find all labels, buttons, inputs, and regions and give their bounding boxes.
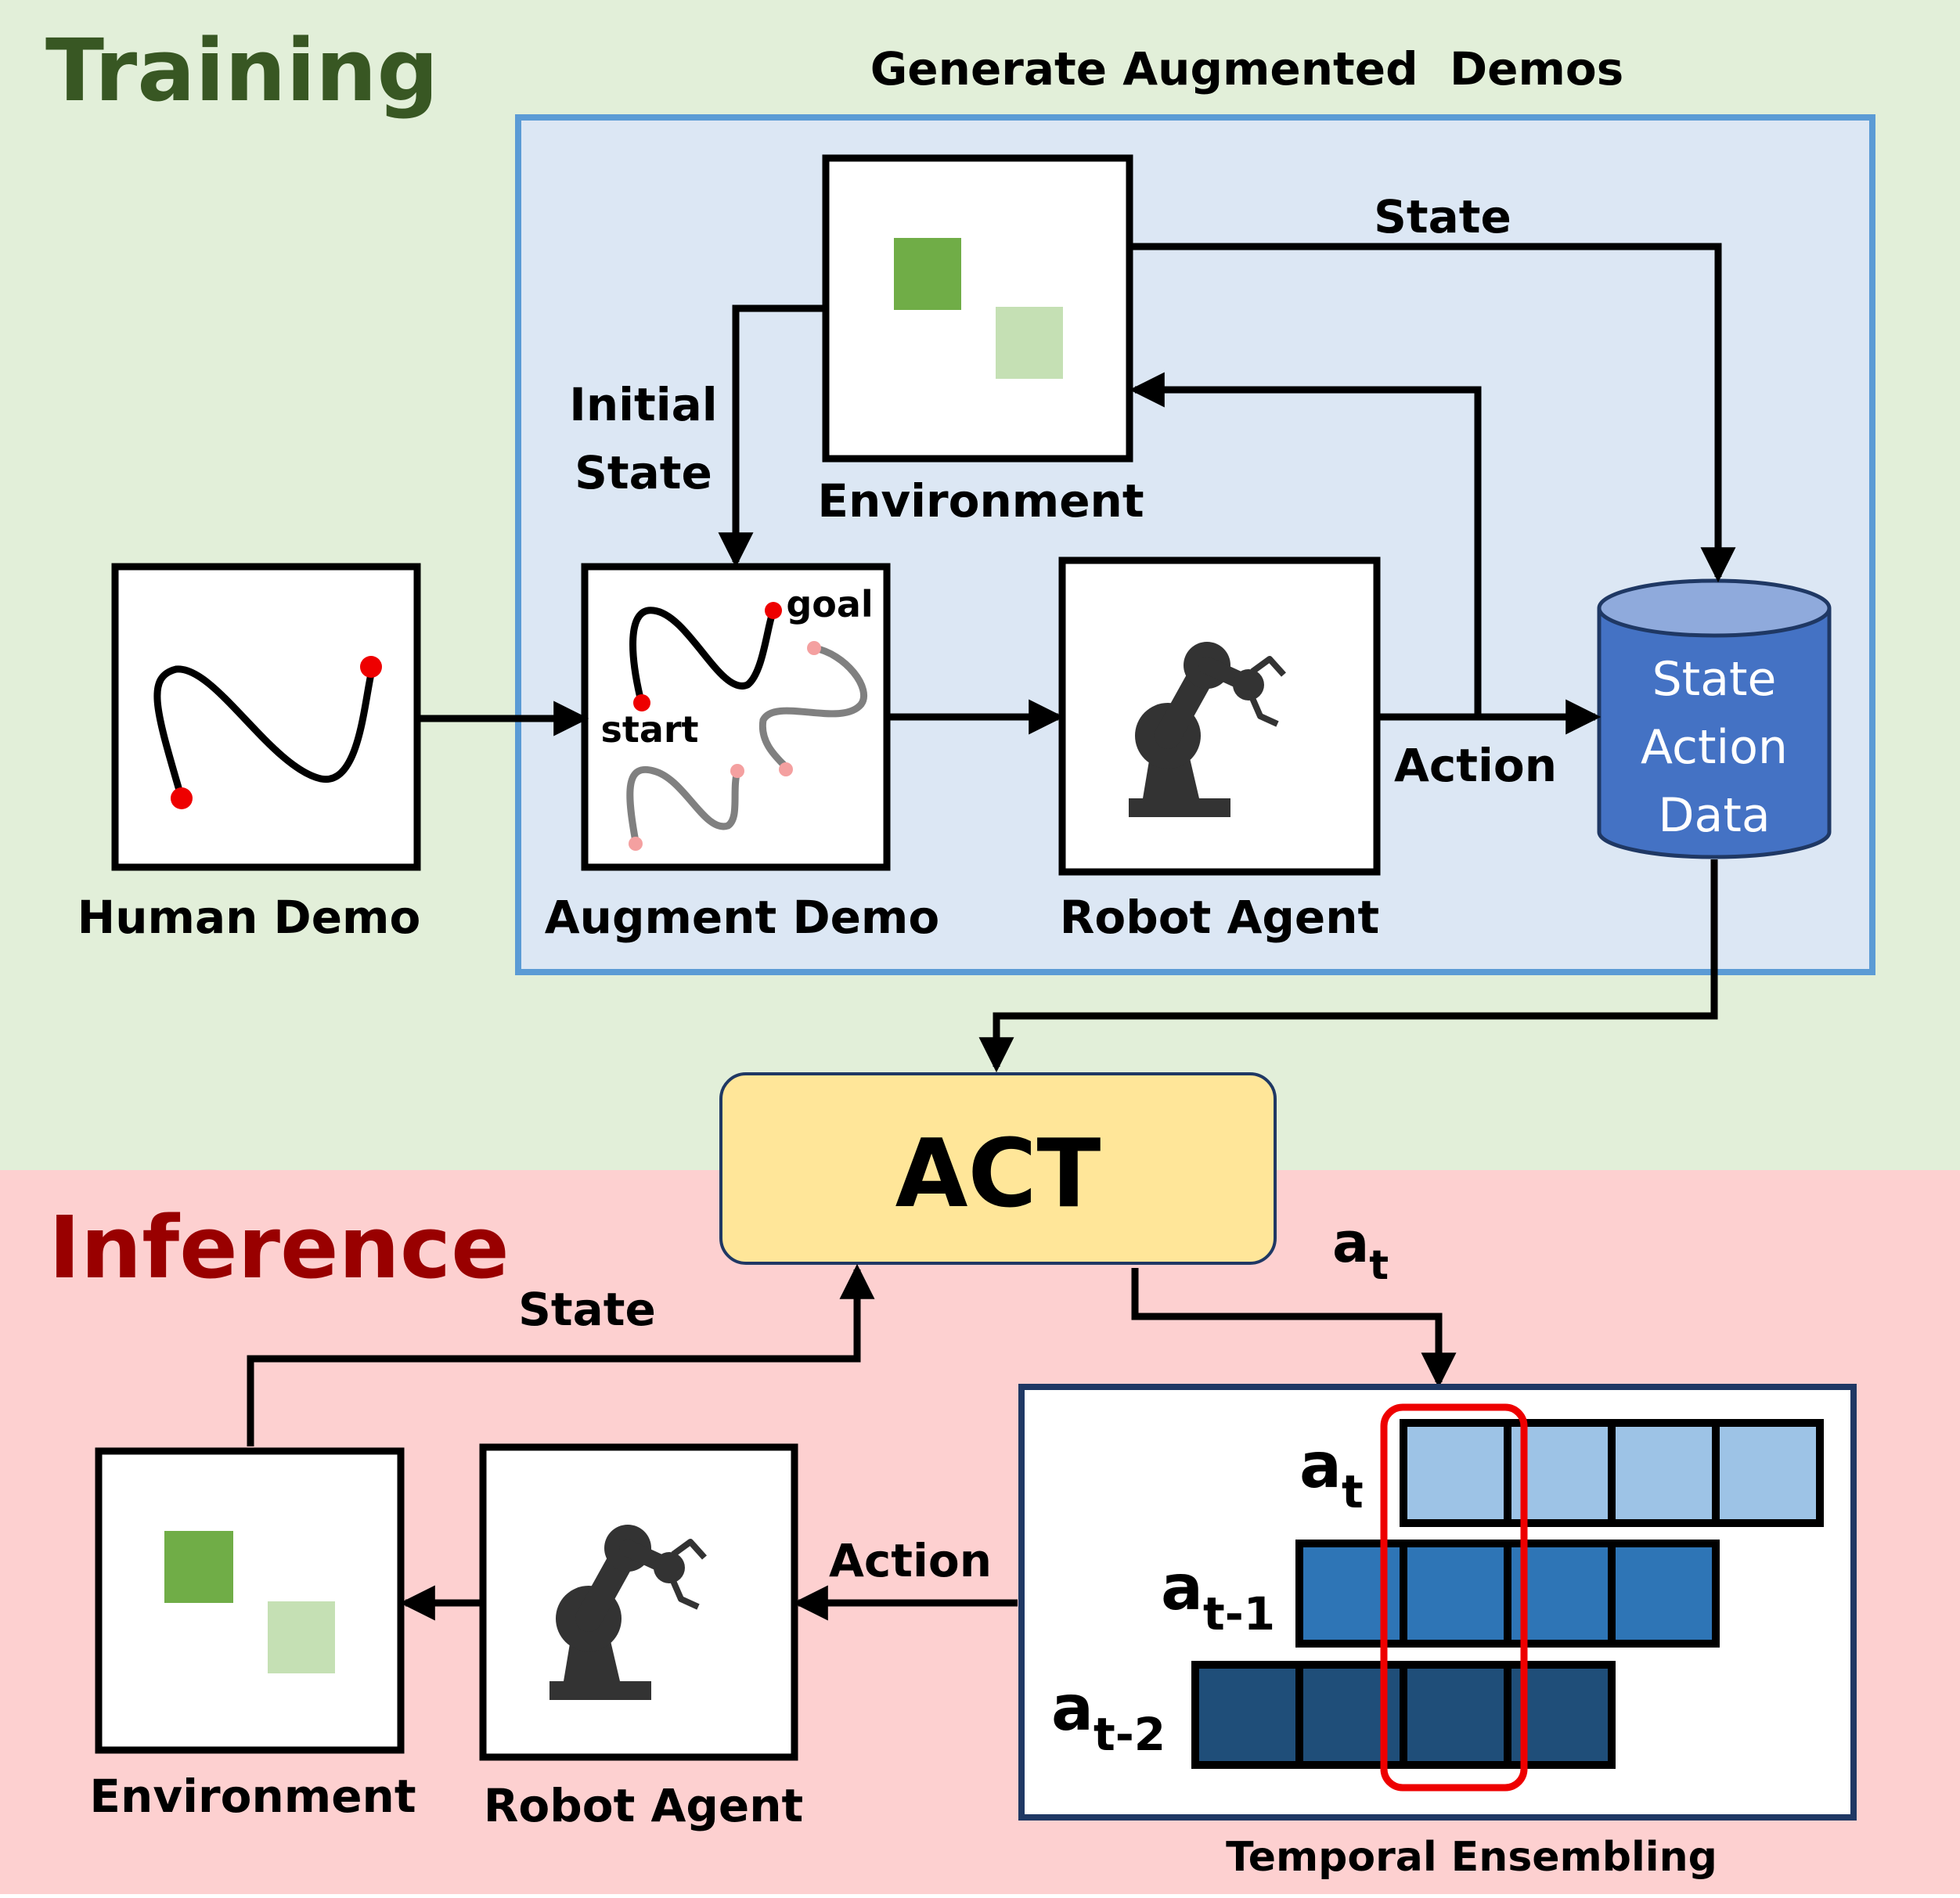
database-label-line2: Action — [1641, 720, 1788, 775]
database-label-line1: State — [1652, 652, 1777, 707]
demo-goal-point — [360, 656, 382, 678]
augmented-trajectory-alt-1 — [758, 644, 868, 771]
env-block-dark — [164, 1531, 233, 1603]
demo-trajectory — [153, 663, 377, 802]
arrow-database-to-act — [978, 859, 1718, 1073]
environment-label: Environment — [817, 474, 1144, 528]
temporal-ensembling-label: Temporal Ensembling — [1226, 1834, 1717, 1881]
alt-point — [730, 764, 744, 778]
inference-environment-label: Environment — [89, 1770, 416, 1823]
arrow-env-state-to-database — [1130, 243, 1736, 583]
robot-agent-box — [1058, 556, 1381, 876]
initial-state-label-line2: State — [575, 446, 712, 499]
inference-environment-box — [95, 1447, 405, 1754]
environment-box — [822, 154, 1133, 463]
database-label-line3: Data — [1658, 788, 1770, 843]
demo-start-point — [171, 787, 193, 809]
action-label: Action — [1394, 739, 1557, 792]
inference-arrows — [247, 1263, 1457, 1621]
augmented-trajectory-main — [629, 607, 777, 708]
inference-heading: Inference — [49, 1198, 510, 1298]
alt-point — [807, 641, 821, 655]
arrow-env-state-to-act — [247, 1263, 875, 1446]
human-demo-box — [111, 563, 421, 871]
arrow-action-to-env — [1129, 372, 1482, 717]
row-label-at-2: at-2 — [1051, 1672, 1166, 1761]
state-label: State — [1374, 190, 1511, 243]
human-demo-label: Human Demo — [77, 891, 421, 944]
inference-robot-agent-label: Robot Agent — [484, 1779, 804, 1832]
row-label-at-1: at-1 — [1161, 1551, 1275, 1640]
training-arrows — [417, 243, 1736, 1073]
inference-robot-agent-box — [479, 1443, 798, 1761]
alt-point — [779, 762, 793, 776]
state-action-database — [1597, 578, 1832, 859]
env-block-light — [996, 307, 1063, 379]
augment-goal-point — [765, 602, 782, 619]
initial-state-label-line1: Initial — [569, 378, 717, 431]
row-label-at: at — [1299, 1429, 1364, 1518]
act-box — [719, 1072, 1277, 1265]
alt-point — [629, 837, 643, 851]
ensembling-row-at-1 — [1295, 1540, 1720, 1648]
generate-augmented-demos-title: Generate Augmented Demos — [870, 42, 1624, 95]
augmented-trajectory-alt-2 — [626, 765, 741, 845]
arrow-env-to-augment — [718, 304, 826, 568]
augment-start-point — [633, 694, 650, 711]
act-output-label: at — [1332, 1211, 1389, 1289]
act-label: ACT — [895, 1120, 1101, 1229]
ensembling-row-at — [1400, 1419, 1824, 1527]
training-heading: Training — [45, 20, 438, 121]
ensembling-highlight — [1380, 1403, 1528, 1792]
augment-start-label: start — [600, 708, 698, 751]
env-block-light — [268, 1601, 335, 1673]
augment-demo-label: Augment Demo — [545, 891, 939, 944]
env-block-dark — [894, 238, 961, 310]
augment-demo-box — [581, 563, 891, 871]
ensembling-row-at-2 — [1191, 1661, 1616, 1769]
inference-state-label: State — [518, 1283, 656, 1336]
robot-agent-label: Robot Agent — [1060, 891, 1380, 944]
arrow-act-to-ensembling — [1131, 1268, 1457, 1388]
augment-goal-label: goal — [786, 583, 873, 625]
inference-action-label: Action — [829, 1534, 992, 1587]
